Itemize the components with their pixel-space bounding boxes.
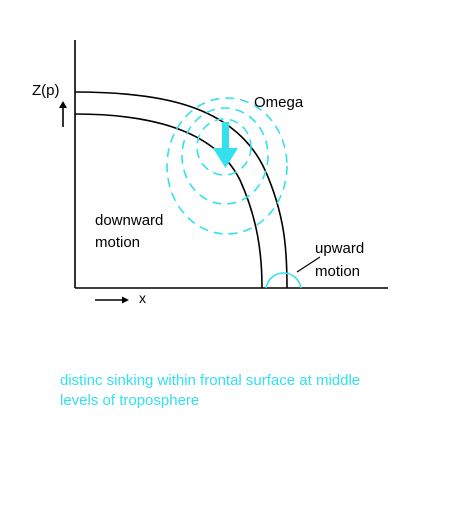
x-axis-label: x — [139, 290, 146, 306]
z-axis-label: Z(p) — [32, 82, 60, 99]
frontal-surface-upper — [74, 91, 288, 289]
downward-label-line1: downward — [95, 212, 163, 229]
caption-line1: distinc sinking within frontal surface a… — [60, 372, 360, 389]
omega-contours — [166, 97, 288, 235]
omega-contour-inner — [196, 118, 252, 176]
upward-motion-arc — [265, 272, 302, 289]
right-arrow-icon — [95, 296, 129, 304]
up-arrow-icon — [59, 101, 67, 127]
omega-contour-outer — [166, 97, 288, 235]
downward-label-line2: motion — [95, 234, 140, 251]
omega-label: Omega — [254, 94, 304, 111]
caption-line2: levels of troposphere — [60, 392, 199, 409]
upward-label-line2: motion — [315, 263, 360, 280]
frontal-surface-lower — [74, 113, 263, 289]
down-arrow-icon — [213, 122, 238, 168]
omega-contour-middle — [181, 107, 269, 205]
upward-pointer-line — [296, 256, 321, 273]
upward-label-line1: upward — [315, 240, 364, 257]
